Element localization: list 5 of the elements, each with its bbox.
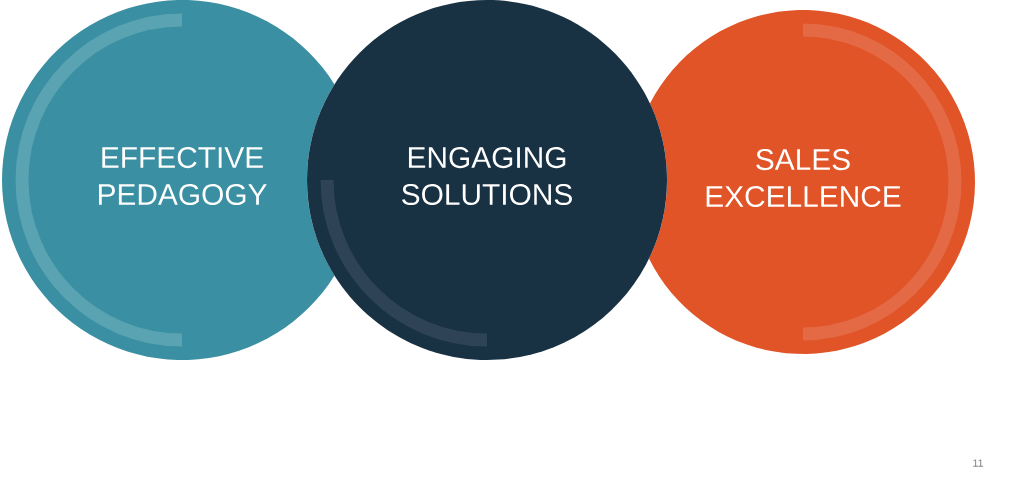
circle-node <box>307 0 667 360</box>
circle-label: SALES EXCELLENCE <box>706 149 901 208</box>
circle-label: ENGAGING SOLUTIONS <box>402 147 572 206</box>
page-number: 11 <box>973 459 983 467</box>
circle-label: EFFECTIVE PEDAGOGY <box>99 147 267 206</box>
